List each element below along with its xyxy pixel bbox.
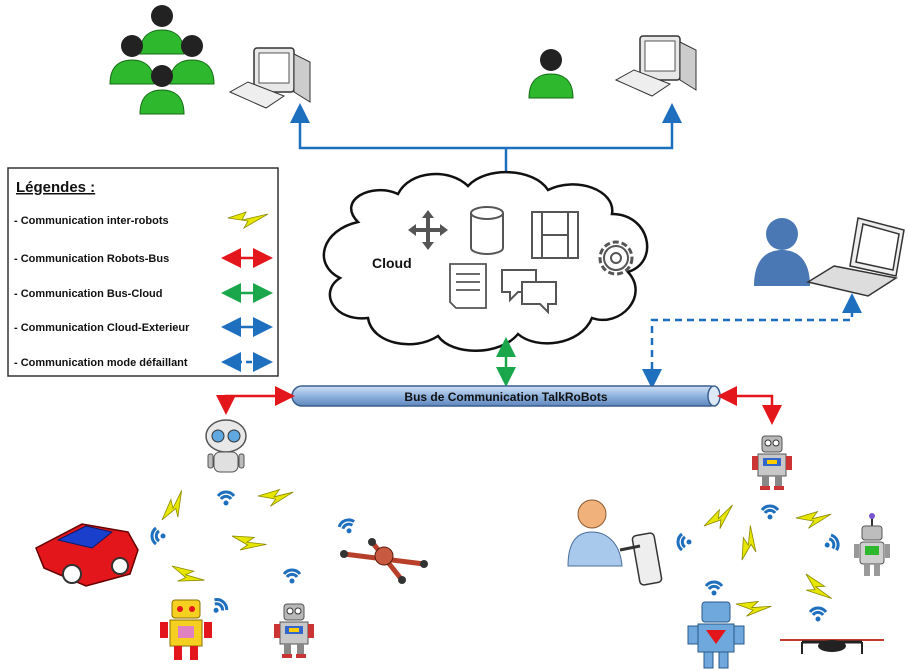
document-icon: [449, 263, 487, 309]
database-icon: [470, 206, 504, 255]
user-blue-icon: [754, 218, 810, 286]
cloud-exterior-link: [290, 103, 682, 150]
drone-red-icon: [340, 538, 428, 584]
car-icon: [35, 523, 139, 587]
wifi-icon: [216, 490, 236, 507]
lightning-icon: [794, 507, 832, 533]
laptop-icon: [806, 217, 905, 297]
cloud-label: Cloud: [372, 255, 412, 271]
wifi-icon: [808, 606, 828, 623]
lightning-icon: [256, 485, 294, 511]
robot-blue-icon: [687, 601, 745, 669]
gear-icon: [598, 240, 634, 276]
robot-grey-icon: [751, 435, 793, 491]
robot-white-icon: [205, 419, 247, 473]
robot-small-icon: [854, 513, 890, 576]
lightning-icon: [227, 526, 267, 561]
legend-title: Légendes :: [16, 179, 95, 196]
chat-bubbles-icon: [501, 269, 557, 315]
lightning-icon: [732, 525, 767, 565]
robots-bus-link-right: [717, 386, 782, 425]
user-icon: [528, 48, 574, 99]
lightning-icon: [227, 211, 269, 230]
lightning-icon: [700, 504, 740, 534]
wifi-icon: [282, 568, 302, 585]
wifi-icon: [206, 595, 231, 619]
wifi-icon: [820, 532, 842, 555]
users-group-icon: [109, 4, 215, 115]
wifi-icon: [336, 516, 359, 538]
legend-item-label: - Communication mode défaillant: [14, 357, 188, 369]
wifi-icon: [760, 504, 780, 521]
lightning-icon: [732, 594, 772, 624]
person-tablet-icon: [567, 499, 663, 586]
lightning-icon: [155, 490, 194, 527]
legend-item-label: - Communication Bus-Cloud: [14, 288, 163, 300]
wifi-icon: [150, 526, 167, 546]
desktop-computer-icon: [615, 35, 697, 97]
legend-box: Légendes : - Communication inter-robots …: [7, 167, 279, 377]
legend-item-label: - Communication inter-robots: [14, 215, 169, 227]
legend-item-label: - Communication Robots-Bus: [14, 253, 169, 265]
bus-label: Bus de Communication TalkRoBots: [404, 390, 607, 404]
robots-bus-link-left: [216, 386, 295, 415]
desktop-computer-icon: [229, 47, 311, 109]
wifi-icon: [704, 580, 724, 597]
film-strip-icon: [531, 211, 579, 259]
lightning-icon: [798, 568, 833, 608]
robot-grey-icon: [273, 603, 315, 659]
legend-item-label: - Communication Cloud-Exterieur: [14, 322, 190, 334]
drone-black-icon: [780, 639, 884, 654]
cloud-shape: [322, 170, 649, 352]
lightning-icon: [166, 557, 205, 595]
robot-yellow-icon: [160, 599, 212, 660]
move-arrows-icon: [408, 210, 448, 250]
failure-mode-link: [642, 293, 862, 389]
wifi-icon: [676, 532, 693, 552]
